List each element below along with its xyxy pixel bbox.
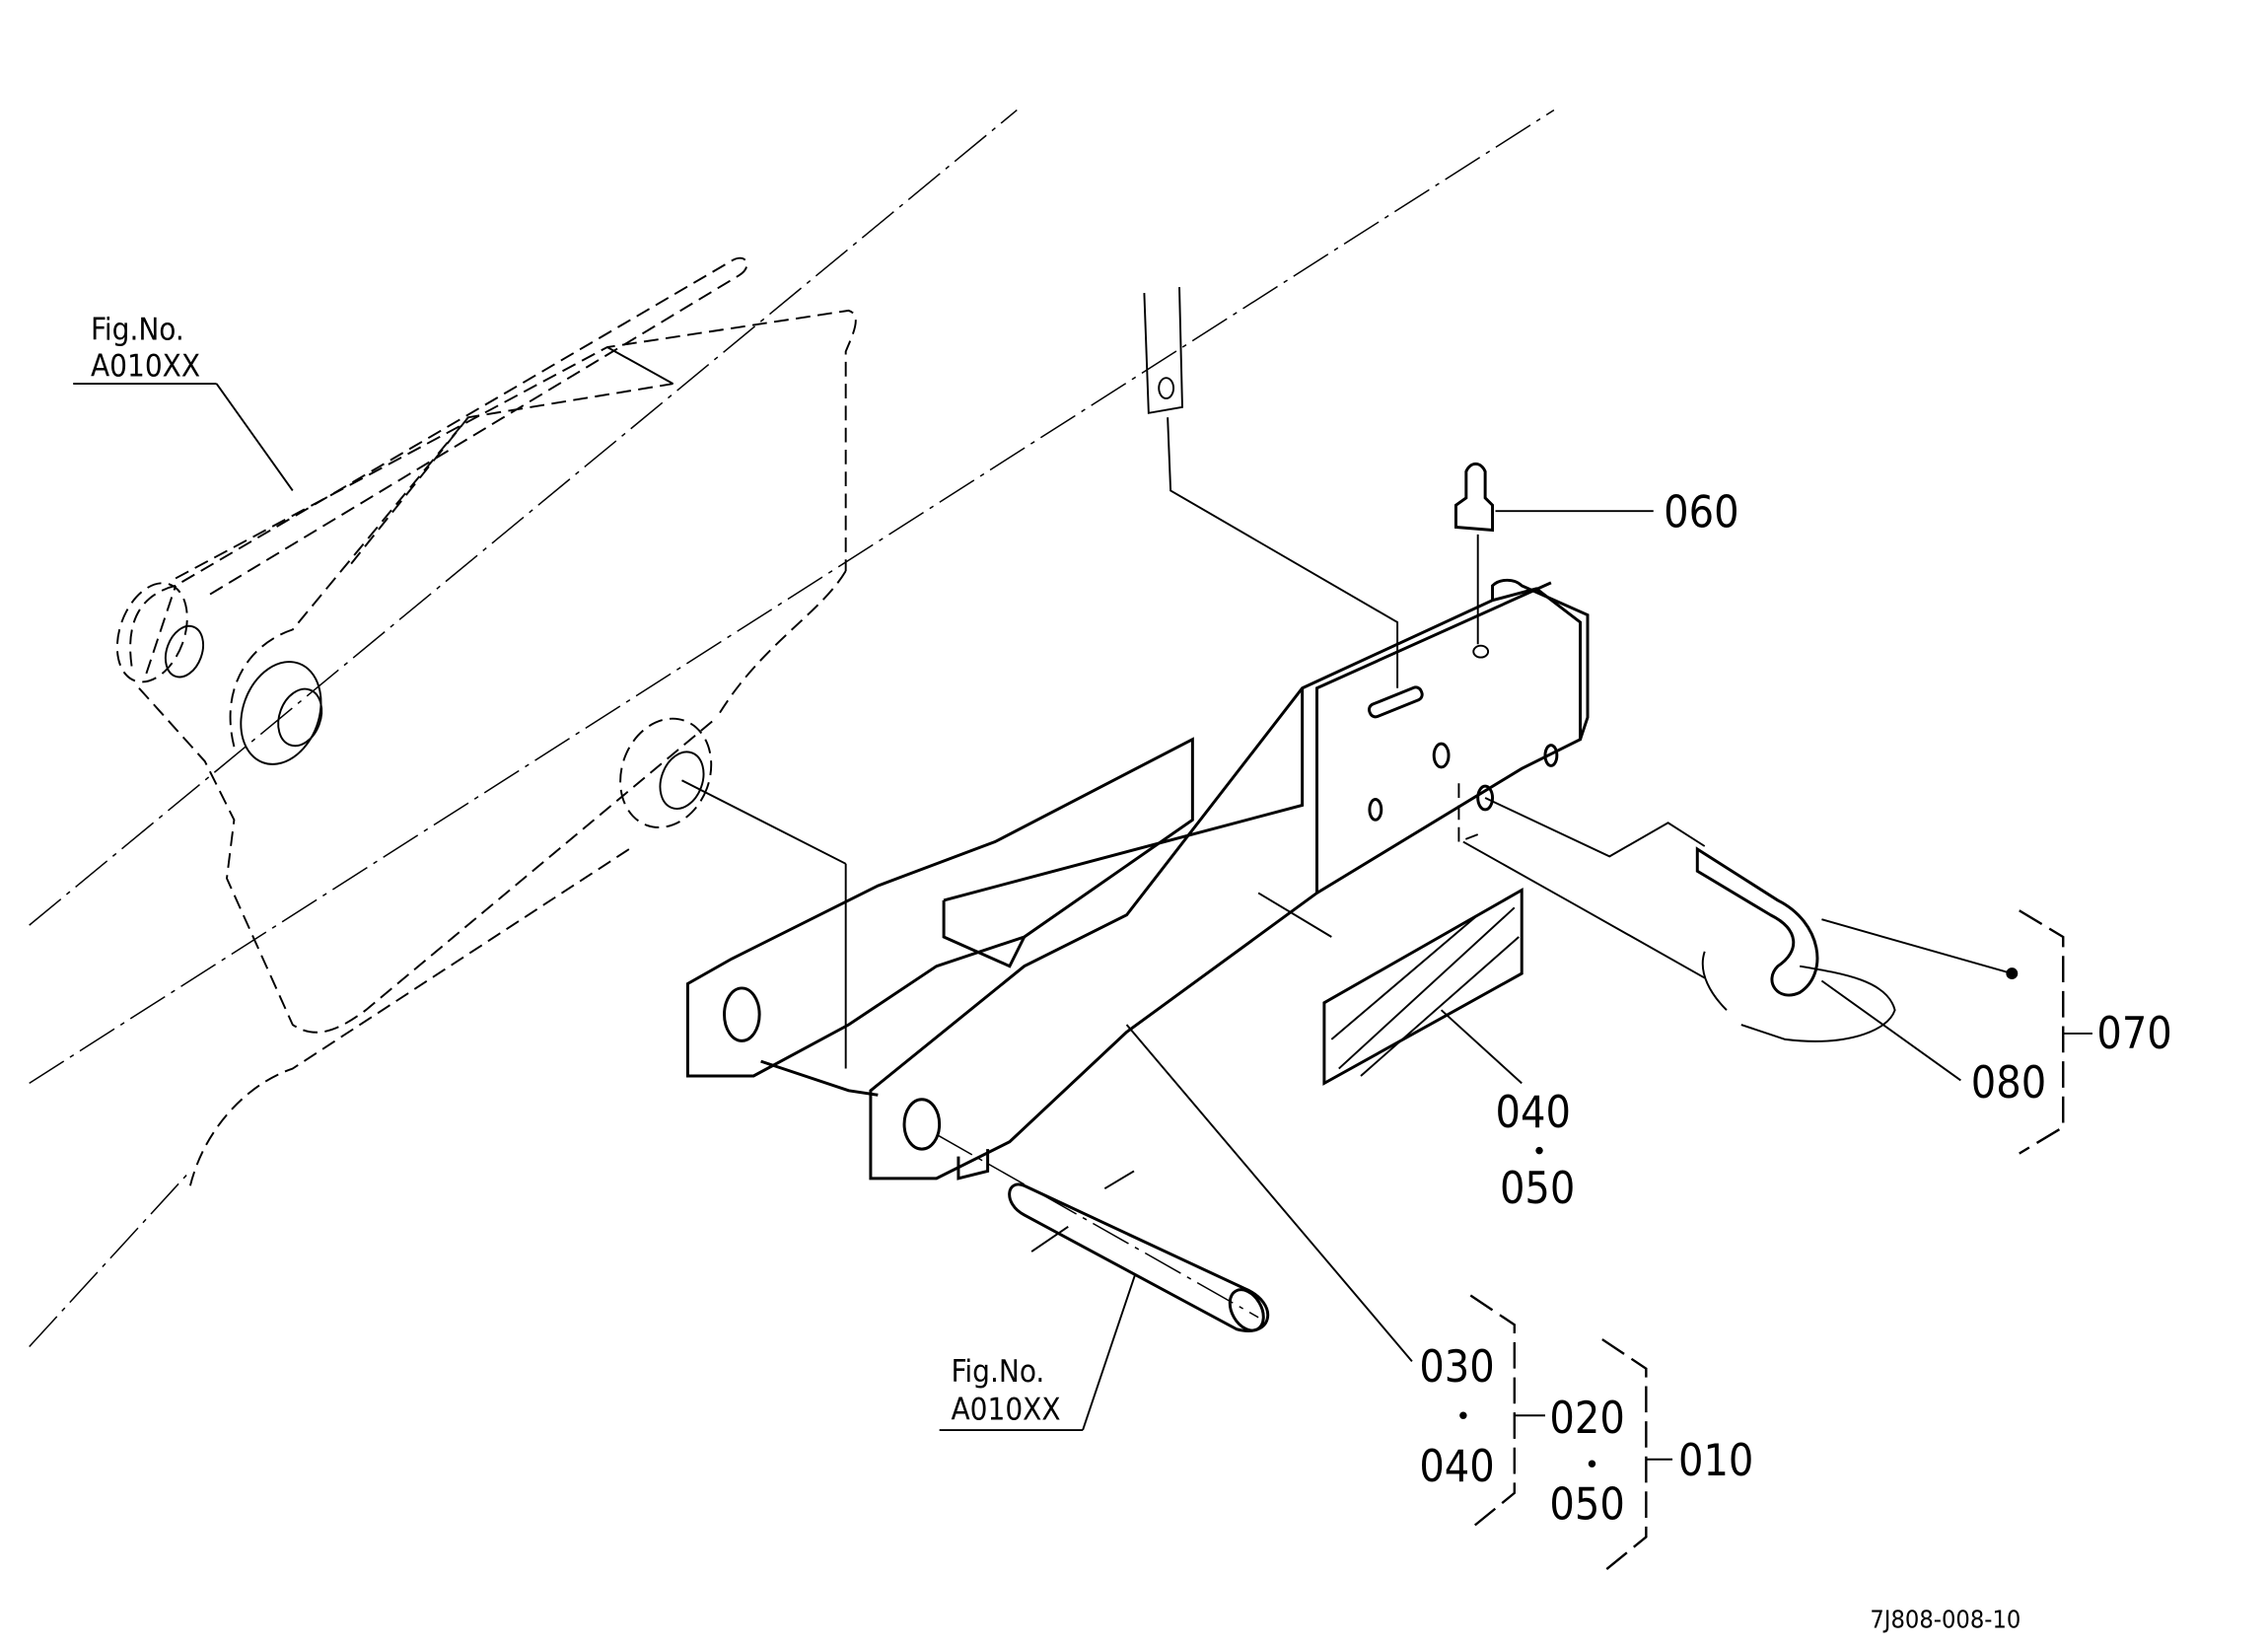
mount-plate	[1143, 287, 1399, 688]
lock-pin-070	[1462, 797, 2019, 1082]
decal-040-050	[1257, 887, 1524, 1086]
grease-fitting-060	[1453, 462, 1654, 645]
dot-marker	[2006, 967, 2019, 980]
callout-010: 010	[1678, 1436, 1753, 1486]
callout-040: 040	[1496, 1088, 1571, 1138]
hitch-frame	[685, 578, 1590, 1181]
fig-ref-number: A010XX	[91, 349, 200, 385]
bracket-070	[2019, 909, 2092, 1155]
callout-040-b: 040	[1419, 1442, 1494, 1492]
fig-ref-lower: Fig.No. A010XX	[939, 1354, 1084, 1432]
callout-020: 020	[1549, 1394, 1624, 1444]
bracket-010	[1601, 1338, 1673, 1570]
fig-ref-number: A010XX	[952, 1393, 1061, 1428]
boom-arm	[29, 108, 1555, 1347]
diagram-id: 7J808-008-10	[1870, 1605, 2020, 1633]
callout-080: 080	[1971, 1058, 2046, 1109]
bracket-020	[1469, 1294, 1545, 1527]
callout-060: 060	[1664, 488, 1738, 538]
fig-ref-label: Fig.No.	[91, 313, 184, 348]
fig-ref-label: Fig.No.	[952, 1354, 1045, 1390]
callout-030: 030	[1419, 1342, 1494, 1393]
fig-ref-upper: Fig.No. A010XX	[73, 313, 217, 386]
callout-050-b: 050	[1549, 1480, 1624, 1531]
hitch-pin	[936, 1133, 1270, 1332]
callout-050: 050	[1500, 1164, 1575, 1214]
callout-070: 070	[2096, 1009, 2171, 1059]
